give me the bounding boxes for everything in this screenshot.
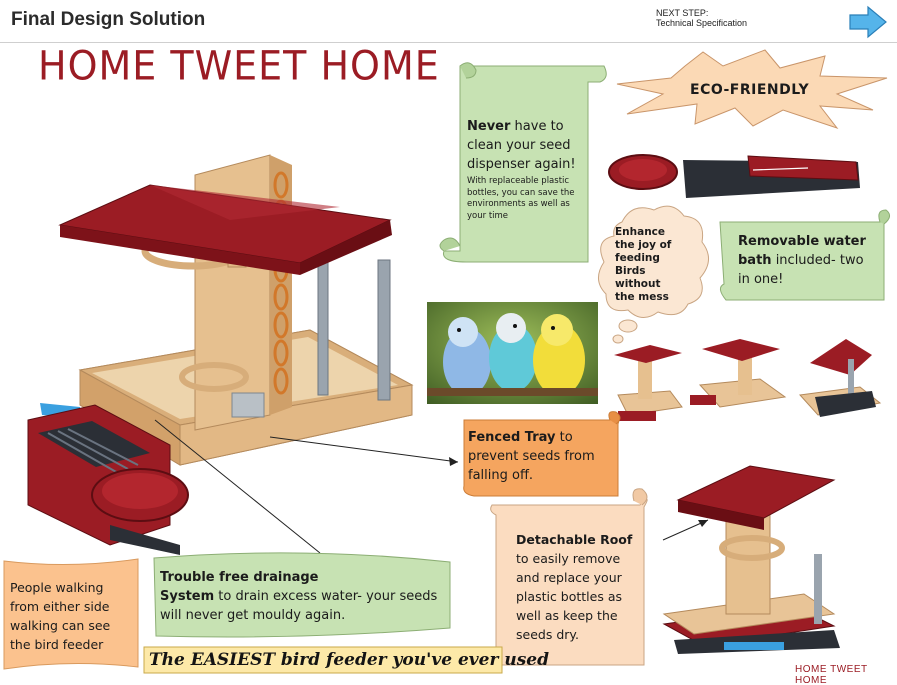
top-bar — [0, 0, 897, 43]
drainage-text: Trouble free drainage System to drain ex… — [160, 570, 438, 623]
cloud-text: Enhance the joy of feeding Birds without… — [615, 226, 672, 303]
footer-brand: HOME TWEET HOME — [795, 664, 868, 685]
eco-friendly-badge — [616, 49, 888, 129]
drainage-scroll — [153, 552, 451, 638]
never-clean-text: Never have to clean your seed dispenser … — [467, 119, 576, 221]
water-bath-scroll — [719, 209, 890, 301]
water-bath-text: Removable water bath included- two in on… — [738, 234, 866, 287]
next-step-label[interactable]: NEXT STEP: Technical Specification — [656, 8, 747, 28]
detachable-roof-text: Detachable Roof to easily remove and rep… — [516, 532, 633, 642]
people-walking-text: People walking from either side walking … — [10, 580, 111, 652]
people-walking-scroll — [3, 558, 139, 670]
three-view-renders — [614, 339, 882, 421]
tagline-text: The EASIEST bird feeder you've ever used — [149, 650, 549, 670]
water-bath-render — [608, 154, 860, 198]
main-heading: HOME TWEET HOME — [38, 42, 440, 90]
next-step-title: Technical Specification — [656, 18, 748, 28]
detachable-roof-render — [662, 465, 840, 654]
slide-title: Final Design Solution — [11, 9, 206, 30]
detachable-roof-scroll — [490, 488, 648, 666]
fenced-tray-scroll — [463, 411, 621, 497]
next-step-caption: NEXT STEP: — [656, 8, 709, 18]
thought-cloud — [598, 205, 709, 344]
never-clean-scroll — [439, 62, 607, 263]
bird-feeder-render — [27, 154, 414, 555]
budgies-photo — [427, 302, 598, 404]
eco-friendly-label: ECO-FRIENDLY — [690, 82, 810, 98]
fenced-tray-text: Fenced Tray to prevent seeds from fallin… — [468, 430, 595, 483]
tagline-banner: The EASIEST bird feeder you've ever used — [143, 646, 549, 674]
arrow-right-icon[interactable] — [848, 5, 888, 39]
